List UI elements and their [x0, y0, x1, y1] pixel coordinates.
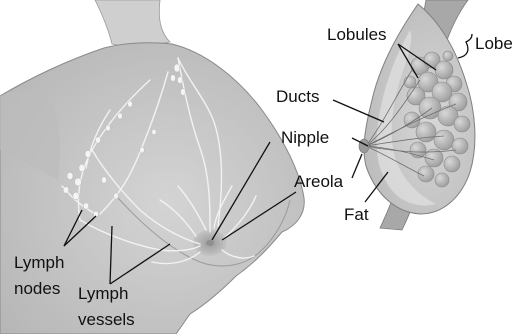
label-lymph-vessels-line1: Lymph [78, 284, 128, 303]
label-areola: Areola [294, 172, 344, 191]
label-fat: Fat [344, 205, 369, 224]
label-ducts: Ducts [276, 87, 319, 106]
label-lymph-vessels-line2: vessels [78, 310, 135, 329]
label-nipple: Nipple [281, 128, 329, 147]
label-lymph-nodes-line2: nodes [14, 279, 60, 298]
leader-areola-side [352, 154, 362, 178]
label-lymph-nodes-line1: Lymph [14, 253, 64, 272]
label-lobules: Lobules [327, 25, 387, 44]
nipple-front [206, 240, 214, 246]
lobe-bracket [458, 34, 472, 58]
label-lobe: Lobe [475, 34, 513, 53]
neck [95, 0, 170, 46]
